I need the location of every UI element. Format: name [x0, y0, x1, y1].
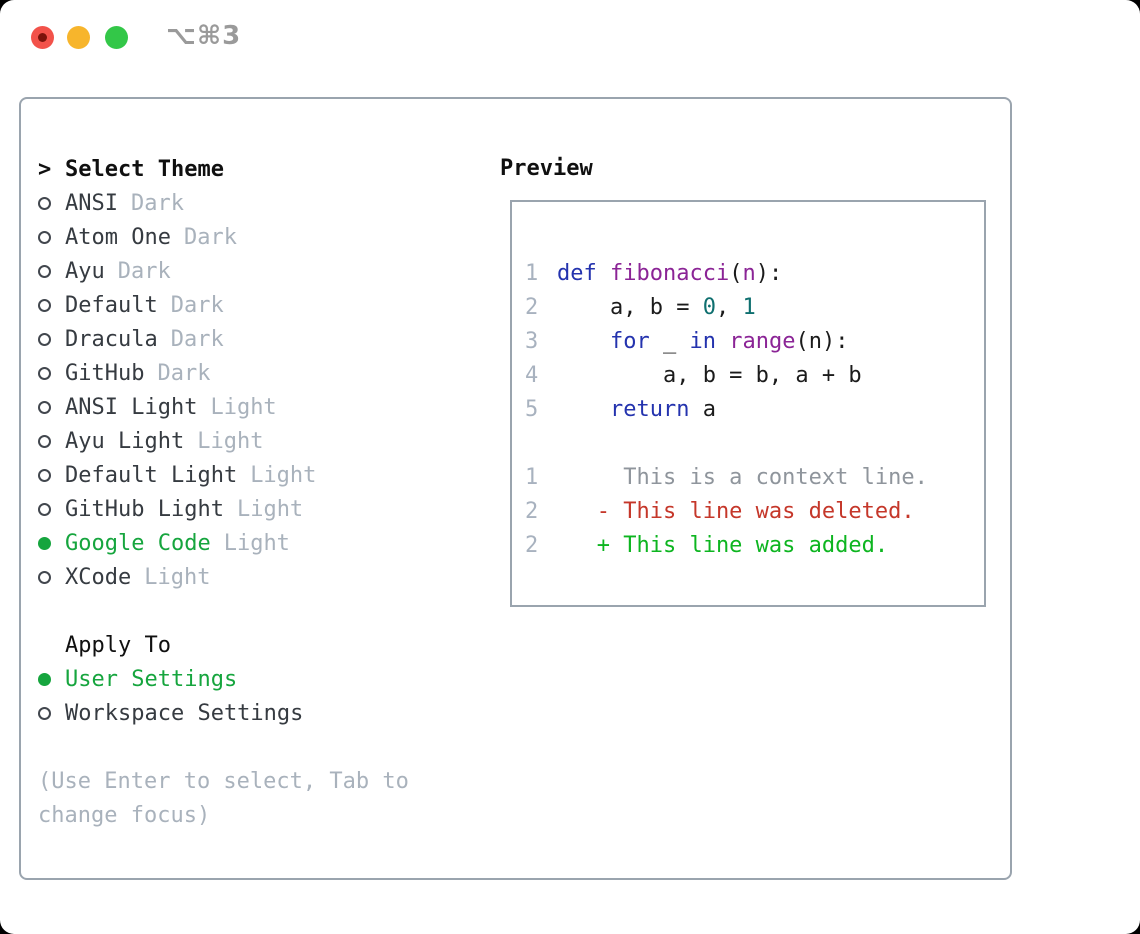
- theme-option-default-dark[interactable]: Default Dark: [38, 288, 488, 322]
- help-text: (Use Enter to select, Tab to: [38, 768, 409, 794]
- selection-caret-icon: >: [38, 156, 52, 182]
- theme-option-google-code-light[interactable]: Google Code Light: [38, 526, 488, 560]
- radio-unselected-icon: [38, 332, 51, 346]
- radio-unselected-icon: [38, 264, 51, 278]
- theme-name: ANSI: [65, 190, 118, 216]
- theme-name: Ayu Light: [65, 428, 185, 454]
- theme-name: GitHub: [65, 360, 145, 386]
- radio-unselected-icon: [38, 468, 51, 482]
- radio-selected-icon: [38, 536, 51, 550]
- theme-option-atom-one-dark[interactable]: Atom One Dark: [38, 220, 488, 254]
- theme-variant: Dark: [170, 292, 224, 318]
- radio-unselected-icon: [38, 298, 51, 312]
- apply-option-name: Workspace Settings: [65, 700, 304, 726]
- theme-variant: Dark: [170, 326, 224, 352]
- select-theme-title: Select Theme: [65, 156, 224, 182]
- theme-variant: Light: [250, 462, 317, 488]
- theme-name: Ayu: [65, 258, 105, 284]
- theme-variant: Light: [210, 394, 277, 420]
- radio-unselected-icon: [38, 706, 51, 720]
- theme-option-ansi-light-light[interactable]: ANSI Light Light: [38, 390, 488, 424]
- code-line: 2 a, b = 0, 1: [525, 294, 756, 320]
- theme-variant: Light: [197, 428, 264, 454]
- diff-line-add: 2 + This line was added.: [525, 532, 889, 558]
- theme-option-default-light-light[interactable]: Default Light Light: [38, 458, 488, 492]
- theme-name: Dracula: [65, 326, 158, 352]
- close-button-dot-icon: [38, 33, 47, 42]
- line-number: 4: [525, 362, 539, 388]
- radio-unselected-icon: [38, 570, 51, 584]
- theme-variant: Dark: [183, 224, 237, 250]
- theme-variant: Light: [236, 496, 304, 522]
- line-number: 1: [525, 260, 539, 286]
- diff-line-ctx: 1 This is a context line.: [525, 464, 928, 490]
- theme-name: GitHub Light: [65, 496, 224, 522]
- radio-selected-icon: [38, 672, 51, 686]
- radio-unselected-icon: [38, 502, 51, 516]
- theme-option-github-dark[interactable]: GitHub Dark: [38, 356, 488, 390]
- apply-option-workspace-settings[interactable]: Workspace Settings: [38, 696, 488, 730]
- minimize-button[interactable]: [67, 26, 90, 49]
- line-number: 2: [525, 532, 539, 558]
- maximize-button[interactable]: [105, 26, 128, 49]
- theme-option-github-light-light[interactable]: GitHub Light Light: [38, 492, 488, 526]
- theme-variant: Dark: [157, 360, 211, 386]
- radio-unselected-icon: [38, 366, 51, 380]
- theme-option-dracula-dark[interactable]: Dracula Dark: [38, 322, 488, 356]
- line-number: 1: [525, 464, 539, 490]
- theme-variant: Dark: [130, 190, 184, 216]
- radio-unselected-icon: [38, 230, 51, 244]
- theme-name: Atom One: [65, 224, 171, 250]
- radio-unselected-icon: [38, 434, 51, 448]
- code-line: 4 a, b = b, a + b: [525, 362, 862, 388]
- line-number: 2: [525, 294, 539, 320]
- line-number: 2: [525, 498, 539, 524]
- window-shortcut-label: ⌥⌘3: [166, 21, 242, 51]
- theme-variant: Light: [223, 530, 290, 556]
- theme-name: XCode: [65, 564, 132, 590]
- theme-name: ANSI Light: [65, 394, 198, 420]
- apply-to-header: Apply To: [38, 628, 488, 662]
- apply-option-user-settings[interactable]: User Settings: [38, 662, 488, 696]
- theme-name: Default: [65, 292, 158, 318]
- line-number: 5: [525, 396, 539, 422]
- theme-option-xcode-light[interactable]: XCode Light: [38, 560, 488, 594]
- help-text: change focus): [38, 802, 211, 828]
- code-line: 3 for _ in range(n):: [525, 328, 849, 354]
- theme-option-ayu-light-light[interactable]: Ayu Light Light: [38, 424, 488, 458]
- select-theme-header: > Select Theme: [38, 152, 488, 186]
- preview-title: Preview: [500, 156, 593, 181]
- close-button[interactable]: [31, 26, 54, 49]
- apply-option-name: User Settings: [65, 666, 238, 692]
- code-line: 5 return a: [525, 396, 716, 422]
- radio-unselected-icon: [38, 400, 51, 414]
- line-number: 3: [525, 328, 539, 354]
- theme-option-ansi-dark[interactable]: ANSI Dark: [38, 186, 488, 220]
- theme-name: Default Light: [65, 462, 238, 488]
- theme-option-ayu-dark[interactable]: Ayu Dark: [38, 254, 488, 288]
- radio-unselected-icon: [38, 196, 51, 210]
- diff-line-del: 2 - This line was deleted.: [525, 498, 915, 524]
- apply-to-title: Apply To: [65, 632, 171, 658]
- theme-variant: Light: [144, 564, 211, 590]
- theme-variant: Dark: [117, 258, 171, 284]
- theme-name: Google Code: [65, 530, 211, 556]
